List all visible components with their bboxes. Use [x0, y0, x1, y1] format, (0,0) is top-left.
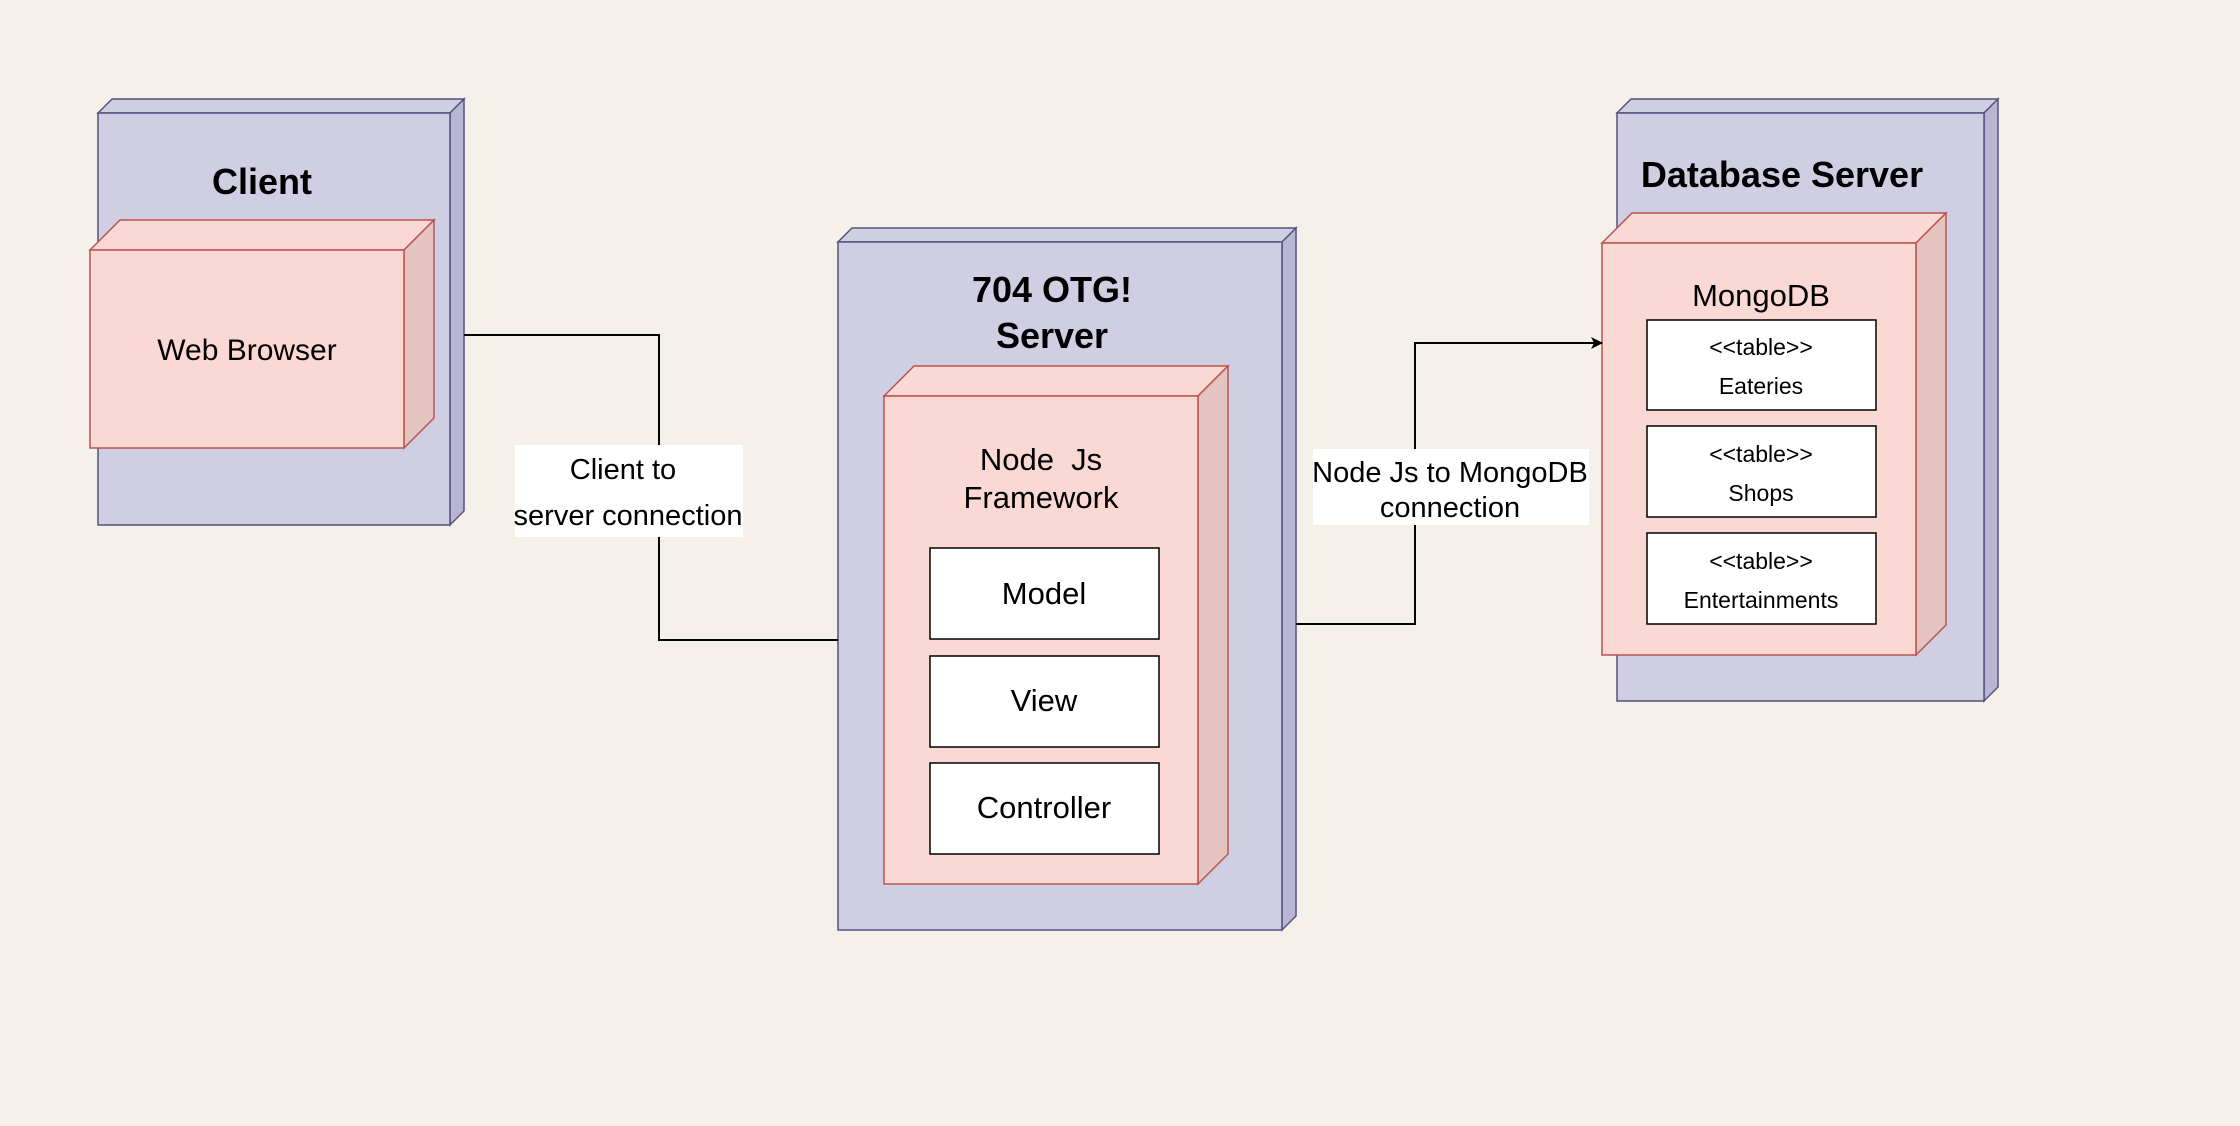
table-entertainments[interactable]: <<table>> Entertainments	[1646, 532, 1877, 625]
table-shops-stereotype: <<table>>	[1709, 441, 1813, 467]
model-label: Model	[1002, 576, 1086, 611]
mongodb-label: MongoDB	[1692, 278, 1830, 313]
server-db-connection-label: Node Js to MongoDB connection	[1312, 449, 1589, 525]
framework-label-line2: Framework	[963, 480, 1119, 515]
server-db-label-line1: Node Js to MongoDB	[1312, 457, 1588, 489]
table-shops-name: Shops	[1728, 480, 1793, 506]
framework-label-line1: Node Js	[980, 442, 1102, 477]
table-eateries-stereotype: <<table>>	[1709, 334, 1813, 360]
client-server-label-line1: Client to	[570, 454, 676, 486]
database-title: Database Server	[1641, 154, 1923, 195]
model-box[interactable]: Model	[929, 547, 1160, 640]
server-title-line2: Server	[996, 315, 1108, 356]
client-title: Client	[212, 161, 312, 202]
table-shops[interactable]: <<table>> Shops	[1646, 425, 1877, 518]
controller-box[interactable]: Controller	[929, 762, 1160, 855]
table-eateries-name: Eateries	[1719, 373, 1803, 399]
web-browser-label: Web Browser	[157, 334, 337, 367]
table-eateries[interactable]: <<table>> Eateries	[1646, 319, 1877, 411]
client-server-connection-label: Client to server connection	[514, 445, 743, 537]
view-label: View	[1011, 683, 1078, 718]
web-browser-component[interactable]: Web Browser	[88, 218, 436, 450]
view-box[interactable]: View	[929, 655, 1160, 748]
server-db-label-line2: connection	[1380, 492, 1520, 524]
client-server-label-line2: server connection	[514, 500, 743, 532]
table-entertainments-stereotype: <<table>>	[1709, 548, 1813, 574]
server-title-line1: 704 OTG!	[972, 269, 1132, 310]
controller-label: Controller	[977, 790, 1111, 825]
table-entertainments-name: Entertainments	[1684, 587, 1839, 613]
